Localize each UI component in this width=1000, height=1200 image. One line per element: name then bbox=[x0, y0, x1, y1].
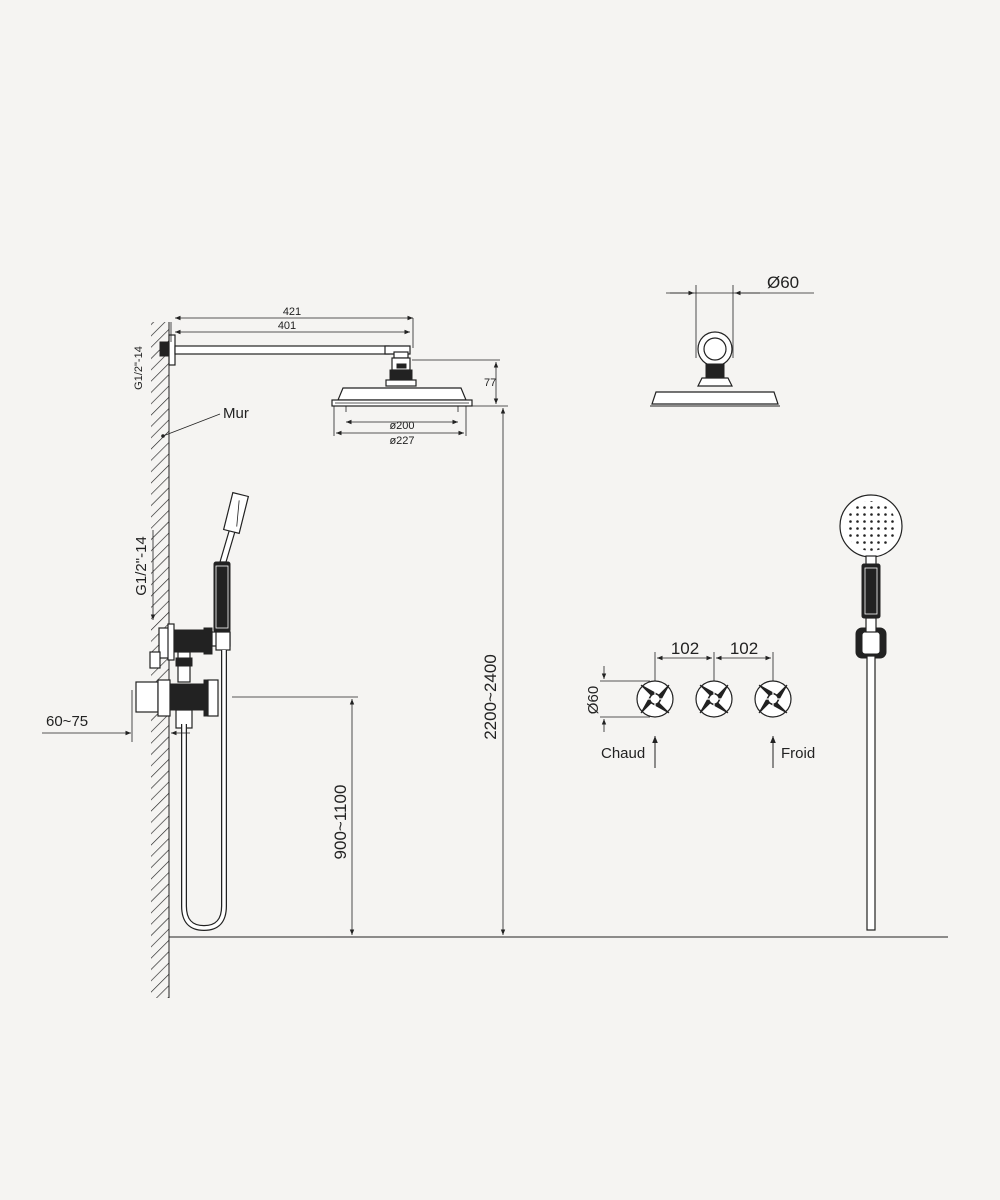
dim-arm-outer: 421 bbox=[283, 306, 301, 318]
dim-wall-depth: 60~75 bbox=[46, 713, 88, 730]
thread-label-mid: G1/2"-14 bbox=[133, 536, 150, 596]
rain-head-top-view: Ø60 bbox=[650, 273, 814, 407]
handle-hot bbox=[636, 680, 674, 718]
handles-front-view: 102 102 Ø60 bbox=[585, 639, 815, 768]
dim-handle-spacing-1: 102 bbox=[671, 639, 699, 658]
head-diameter-dims: ø200 ø227 bbox=[333, 406, 467, 447]
handle-cold bbox=[754, 680, 792, 718]
thread-mid-group: G1/2"-14 bbox=[133, 530, 156, 620]
dim-head-drop: 77 bbox=[484, 377, 496, 389]
arm-length-dims: 421 401 bbox=[170, 306, 414, 348]
head-height-dim: 2200~2400 bbox=[481, 408, 506, 935]
hand-shower-front-view bbox=[839, 494, 903, 931]
cold-label: Froid bbox=[781, 745, 815, 762]
dim-arm-inner: 401 bbox=[278, 320, 296, 332]
wall-depth-dim: 60~75 bbox=[42, 690, 190, 742]
shower-arm bbox=[159, 334, 411, 371]
rain-shower-head bbox=[331, 369, 473, 412]
dim-head-height: 2200~2400 bbox=[481, 654, 500, 740]
mixer-height-dim: 900~1100 bbox=[232, 696, 358, 938]
handle-diverter bbox=[695, 680, 733, 718]
head-drop-dim: 77 bbox=[412, 359, 508, 407]
dim-head-inner: ø200 bbox=[389, 420, 414, 432]
wall-label-group: Mur bbox=[161, 405, 249, 438]
valve-side-view bbox=[135, 623, 231, 729]
wall-label: Mur bbox=[223, 405, 249, 422]
dim-handle-dia: Ø60 bbox=[585, 686, 602, 714]
dim-mixer-height: 900~1100 bbox=[331, 785, 350, 860]
hand-shower-side-view bbox=[213, 491, 250, 633]
dim-head-outer: ø227 bbox=[389, 435, 414, 447]
dim-handle-spacing-2: 102 bbox=[730, 639, 758, 658]
thread-label-top: G1/2"-14 bbox=[133, 346, 145, 390]
hot-label: Chaud bbox=[601, 745, 645, 762]
dim-top-view-dia: Ø60 bbox=[767, 273, 799, 292]
